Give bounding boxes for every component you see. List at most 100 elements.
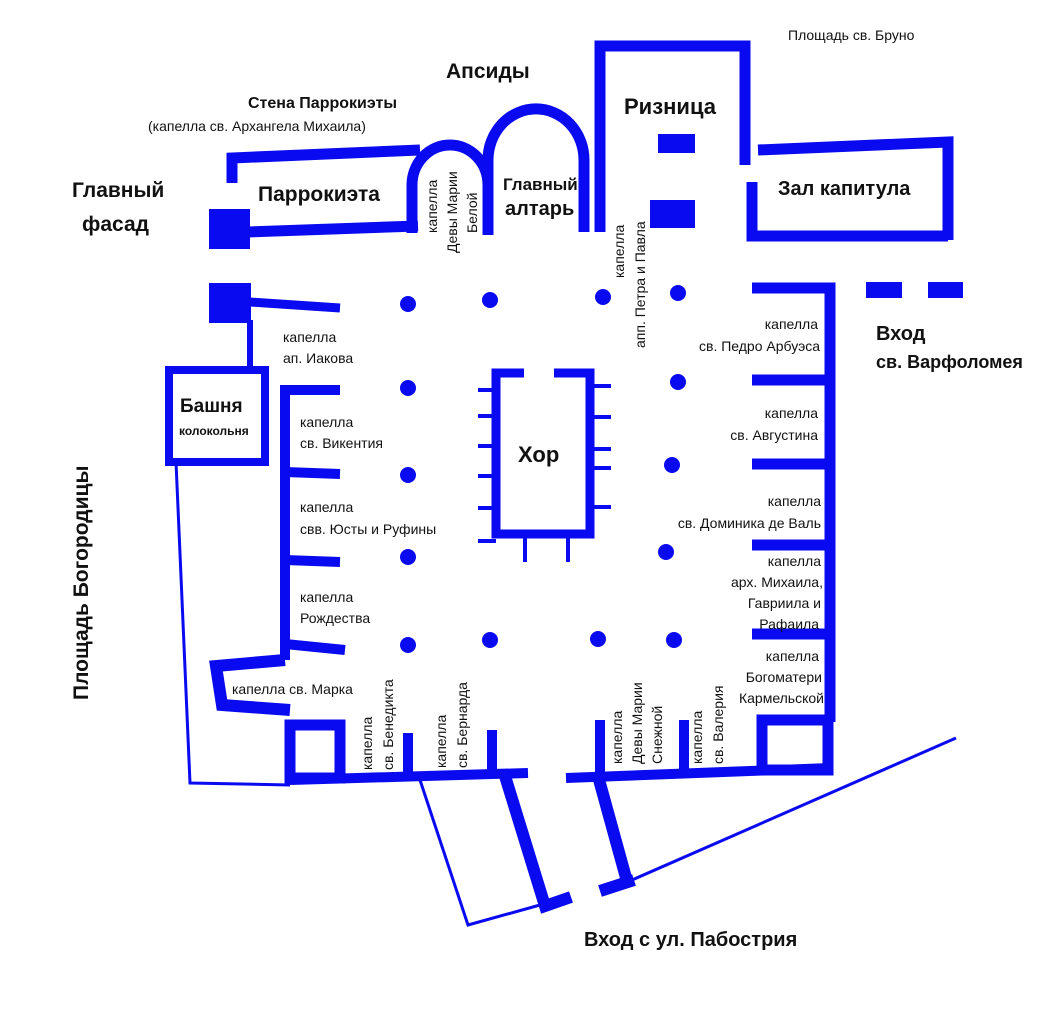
chapel-divider [284,639,346,655]
svg-text:Девы Марии: Девы Марии [629,682,645,764]
label-facade-2: фасад [82,213,149,236]
sacristy-pillar [650,200,695,228]
chapel-pedro: капелла св. Педро Арбуэса [699,316,820,354]
nw-pillar [209,283,251,323]
svg-text:Снежной: Снежной [649,706,665,764]
sw-pillar [284,719,346,784]
label-parrokieta: Паррокиэта [258,183,380,206]
svg-text:капелла: капелла [611,225,627,278]
svg-text:капелла: капелла [300,589,353,605]
sacristy-wall [594,40,751,232]
label-tower-2: колокольня [179,424,249,438]
choir-wall [491,368,595,539]
svg-text:св. Викентия: св. Викентия [300,435,383,451]
svg-text:св. Августина: св. Августина [730,427,818,443]
nw-wall [249,297,341,313]
label-entry-bart-1: Вход [876,323,926,345]
svg-text:Богоматери: Богоматери [746,669,822,685]
svg-text:св. Доминика де Валь: св. Доминика де Валь [678,515,821,531]
label-sacristy: Ризница [624,94,717,119]
south-wall-west [289,768,529,785]
entry-wall-west [499,774,573,914]
label-chapter: Зал капитула [778,178,911,200]
svg-text:капелла: капелла [768,493,821,509]
columns [400,285,686,653]
svg-text:св. Бенедикта: св. Бенедикта [380,679,396,770]
label-bruno: Площадь св. Бруно [788,27,915,43]
svg-text:капелла: капелла [424,180,440,233]
chapel-justa: капелла свв. Юсты и Руфины [300,499,436,537]
label-tower-1: Башня [180,396,243,417]
label-wall-title: Стена Паррокиэты [248,95,397,112]
label-wall-sub: (капелла св. Архангела Михаила) [148,118,366,134]
label-entry-bart-2: св. Варфоломея [876,352,1023,372]
svg-text:капелла: капелла [765,316,818,332]
svg-text:капелла: капелла [609,711,625,764]
sacristy-block [658,134,695,153]
apse-main [482,103,590,232]
label-facade-1: Главный [72,179,164,202]
svg-text:капелла: капелла [765,405,818,421]
chapel-maria-snow: капелла Девы Марии Снежной [609,682,665,764]
chapel-divider [284,555,341,567]
right-wall [752,282,836,722]
se-pillar [756,714,834,776]
chapel-carmel: капелла Богоматери Кармельской [739,648,824,706]
bell-tower [165,366,269,466]
svg-text:капелла: капелла [689,711,705,764]
svg-text:Рафаила: Рафаила [759,616,819,632]
svg-text:Девы Марии: Девы Марии [444,171,460,253]
svg-text:капелла: капелла [359,717,375,770]
svg-text:Кармельской: Кармельской [739,690,824,706]
label-altar-1: Главный [503,175,578,194]
plaza-boundary [174,461,291,787]
svg-text:капелла: капелла [300,414,353,430]
chapel-mark: капелла св. Марка [232,681,353,697]
chapel-divider [284,467,341,479]
choir-stalls [478,384,611,562]
svg-text:св. Педро Арбуэса: св. Педро Арбуэса [699,338,820,354]
chapel-augustine: капелла св. Августина [730,405,818,443]
svg-text:капелла: капелла [433,715,449,768]
svg-text:арх. Михаила,: арх. Михаила, [731,574,823,590]
svg-text:капелла: капелла [300,499,353,515]
chapel-peter-paul: капелла апп. Петра и Павла [611,221,648,348]
label-choir: Хор [518,442,559,467]
label-entry-pabostria: Вход с ул. Пабострия [584,929,797,951]
label-plaza-mother: Площадь Богородицы [70,466,93,700]
svg-text:апп. Петра и Павла: апп. Петра и Павла [632,221,648,348]
parrokieta-bottom-wall [247,220,419,238]
chapel-archangels: капелла арх. Михаила, Гавриила и Рафаила [731,553,823,632]
svg-text:св. Бернарда: св. Бернарда [454,682,470,768]
svg-text:ап. Иакова: ап. Иакова [283,350,353,366]
left-wall [280,385,340,660]
svg-text:Белой: Белой [464,193,480,233]
label-altar-2: алтарь [505,198,574,220]
chapel-valeriy: капелла св. Валерия [689,686,726,764]
walls [165,40,963,927]
svg-text:свв. Юсты и Руфины: свв. Юсты и Руфины [300,521,436,537]
svg-text:св. Валерия: св. Валерия [710,686,726,764]
entry-wall-east [592,774,634,887]
chapel-iakov: капелла ап. Иакова [283,329,353,366]
mark-chapel-wall [209,654,291,716]
chapter-bottom-wall [746,182,948,242]
facade-pillar [209,209,250,249]
entry-boundary-east [631,736,957,882]
chapel-maria-white: капелла Девы Марии Белой [424,171,480,253]
chapel-benedict: капелла св. Бенедикта [359,679,396,770]
svg-text:Гавриила и: Гавриила и [748,595,821,611]
entry-step [598,874,636,897]
chapel-nativity: капелла Рождества [300,589,370,626]
parrokieta-top-wall [226,144,421,183]
label-apses: Апсиды [446,60,530,83]
svg-text:Рождества: Рождества [300,610,370,626]
chapel-dominic: капелла св. Доминика де Валь [678,493,821,531]
svg-text:капелла: капелла [766,648,819,664]
chapter-top-wall [757,136,954,240]
chapel-vikentiy: капелла св. Викентия [300,414,383,451]
entry-boundary-west [418,779,541,927]
svg-text:капелла: капелла [283,329,336,345]
svg-text:капелла: капелла [768,553,821,569]
